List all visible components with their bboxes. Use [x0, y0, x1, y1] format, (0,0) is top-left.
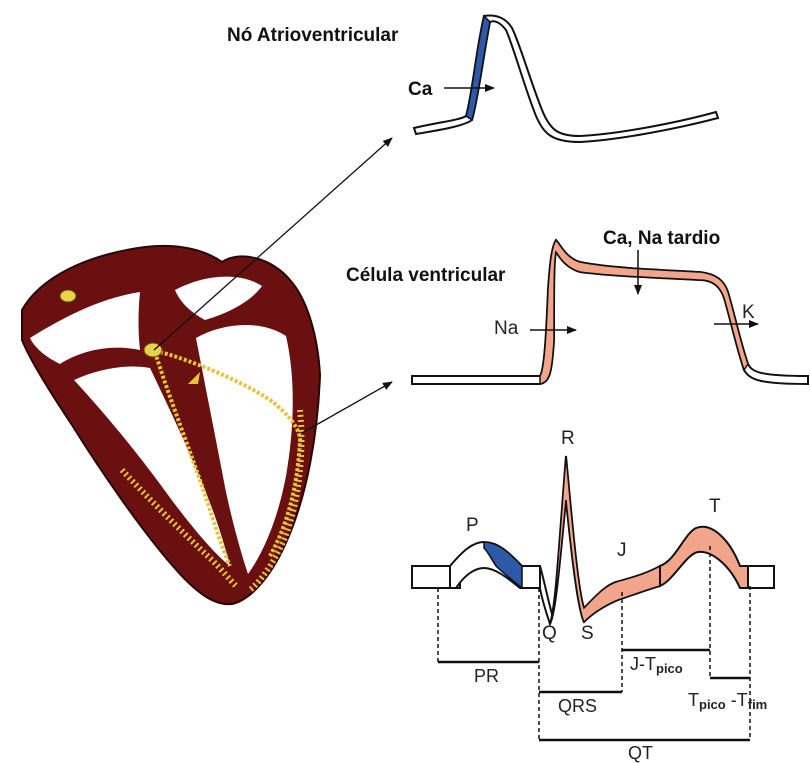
- interval-jt-main: J-T: [630, 654, 656, 674]
- ventricular-action-potential: Célula ventricular Ca, Na tardio Na K: [346, 228, 808, 384]
- ventricular-ca-na-label: Ca, Na tardio: [603, 228, 720, 249]
- ecg-trace: P R Q S J T: [412, 428, 774, 644]
- interval-tt-sub2: fim: [748, 697, 768, 712]
- interval-jt-sub: pico: [656, 661, 683, 676]
- ecg-t-wave: [660, 527, 748, 588]
- av-ca-label: Ca: [408, 79, 433, 100]
- interval-tt-label: Tpico -Tfim: [688, 690, 767, 712]
- ventricular-title: Célula ventricular: [346, 265, 506, 286]
- interval-tt-sub1: pico: [699, 697, 726, 712]
- ventricular-na-label: Na: [494, 318, 519, 339]
- interval-pr-label: PR: [474, 666, 499, 686]
- ecg-label-p: P: [466, 515, 479, 536]
- ecg-label-j: J: [617, 540, 627, 561]
- interval-jt-label: J-Tpico: [630, 654, 683, 676]
- interval-tt-t1: T: [688, 690, 699, 710]
- interval-qt-label: QT: [628, 743, 653, 763]
- ecg-baseline-right: [748, 566, 774, 588]
- av-node-title: Nó Atrioventricular: [227, 25, 399, 46]
- av-trace-outline: [414, 16, 718, 143]
- interval-tt-sep: -T: [726, 690, 748, 710]
- av-trace-depolarization-fill: [466, 16, 490, 120]
- ecg-label-r: R: [561, 428, 575, 449]
- ecg-label-q: Q: [542, 623, 557, 644]
- ecg-label-t: T: [709, 496, 721, 517]
- ecg-qrs-fill: [550, 456, 660, 624]
- interval-qrs-label: QRS: [558, 696, 597, 716]
- heart-illustration: [22, 246, 320, 604]
- av-node-action-potential: Nó Atrioventricular Ca: [227, 16, 718, 143]
- ecg-label-s: S: [581, 623, 594, 644]
- ventricular-k-label: K: [742, 302, 755, 323]
- ventricular-trace-fill: [540, 240, 748, 384]
- sa-node: [60, 290, 76, 302]
